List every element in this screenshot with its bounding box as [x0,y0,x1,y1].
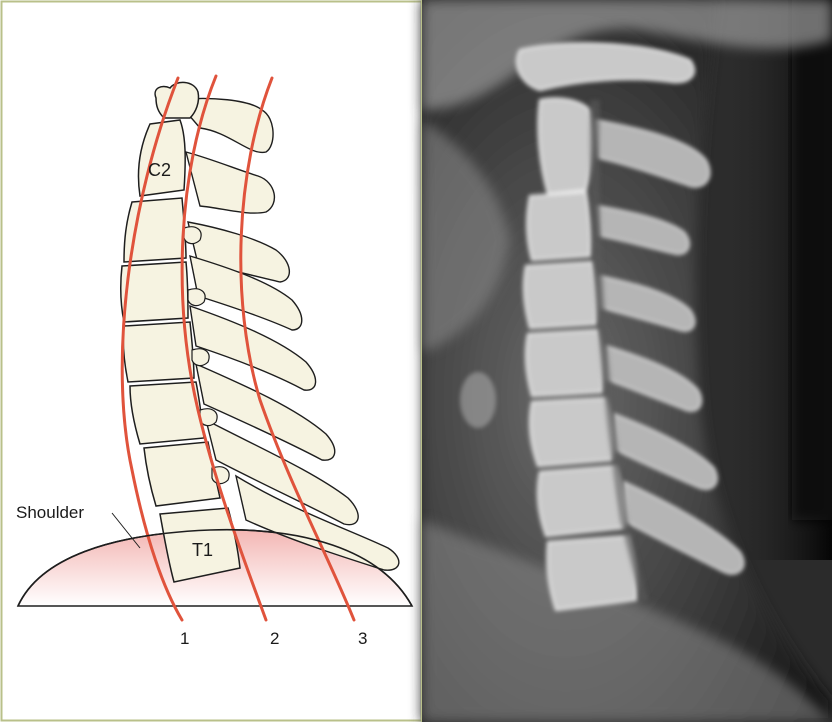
xray-c7 [538,466,625,536]
vertebra-c5-body [123,322,194,382]
facet-c5 [192,349,209,366]
xray-c5 [526,330,603,396]
xray-t1 [547,536,636,610]
xray-c4 [524,262,597,328]
label-t1: T1 [192,540,213,560]
xray-c2 [538,98,592,194]
label-shoulder: Shoulder [16,503,84,522]
line-number-1: 1 [180,629,189,648]
facet-c3 [184,227,201,244]
vertebra-c3-body [124,198,186,262]
xray-hyoid [460,372,496,428]
line-number-3: 3 [358,629,367,648]
line-number-2: 2 [270,629,279,648]
label-c2: C2 [148,160,171,180]
vertebra-c4-body [121,262,188,322]
xray-c6 [530,398,613,466]
xray-image [422,0,832,722]
xray-c3 [527,192,591,260]
diagram-panel: C2 T1 Shoulder 1 2 3 [2,2,422,721]
xray-dark-edge [792,0,832,520]
dens [155,82,198,118]
facet-c4 [188,289,205,306]
